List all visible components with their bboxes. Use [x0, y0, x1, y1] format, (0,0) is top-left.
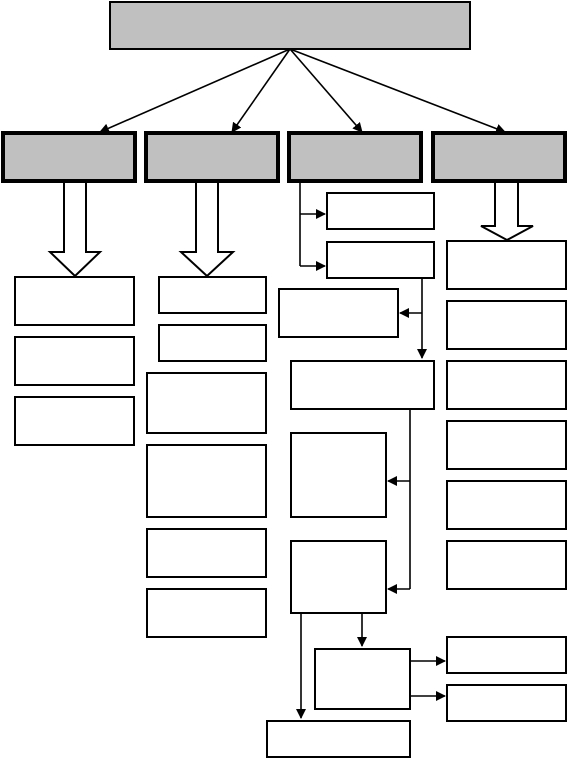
col2-node-4: [146, 444, 267, 518]
root-to-category-1-arrow: [99, 48, 291, 133]
leaf-node-2: [446, 684, 567, 722]
root-to-category-3-arrow: [289, 48, 363, 133]
col3-node-6: [290, 540, 387, 614]
col3-node-3: [278, 288, 399, 338]
root-box: [109, 1, 471, 50]
col2-node-2: [158, 324, 267, 362]
col1-node-2: [14, 336, 135, 386]
col3-node-1: [326, 192, 435, 230]
col4-node-4: [446, 420, 567, 470]
root-to-category-2-arrow: [231, 48, 291, 133]
hollow-arrow-col2: [178, 181, 236, 278]
col2-node-1: [158, 276, 267, 314]
hollow-arrow-col4: [480, 181, 534, 242]
col4-node-6: [446, 540, 567, 590]
category-box-4: [431, 131, 567, 183]
col3-node-5: [290, 432, 387, 518]
category-box-2: [144, 131, 280, 183]
col3-node-4: [290, 360, 435, 410]
col2-node-5: [146, 528, 267, 578]
col3-node-7: [314, 648, 411, 710]
col3-node-8: [266, 720, 411, 758]
col4-node-3: [446, 360, 567, 410]
col3-node-2: [326, 241, 435, 279]
category-box-3: [287, 131, 423, 183]
col1-node-1: [14, 276, 135, 326]
leaf-node-1: [446, 636, 567, 674]
category-box-1: [1, 131, 137, 183]
col4-node-5: [446, 480, 567, 530]
col4-node-2: [446, 300, 567, 350]
hollow-arrow-col1: [47, 181, 103, 278]
col2-node-3: [146, 372, 267, 434]
col1-node-3: [14, 396, 135, 446]
root-to-category-4-arrow: [289, 48, 506, 134]
col4-node-1: [446, 240, 567, 290]
col2-node-6: [146, 588, 267, 638]
